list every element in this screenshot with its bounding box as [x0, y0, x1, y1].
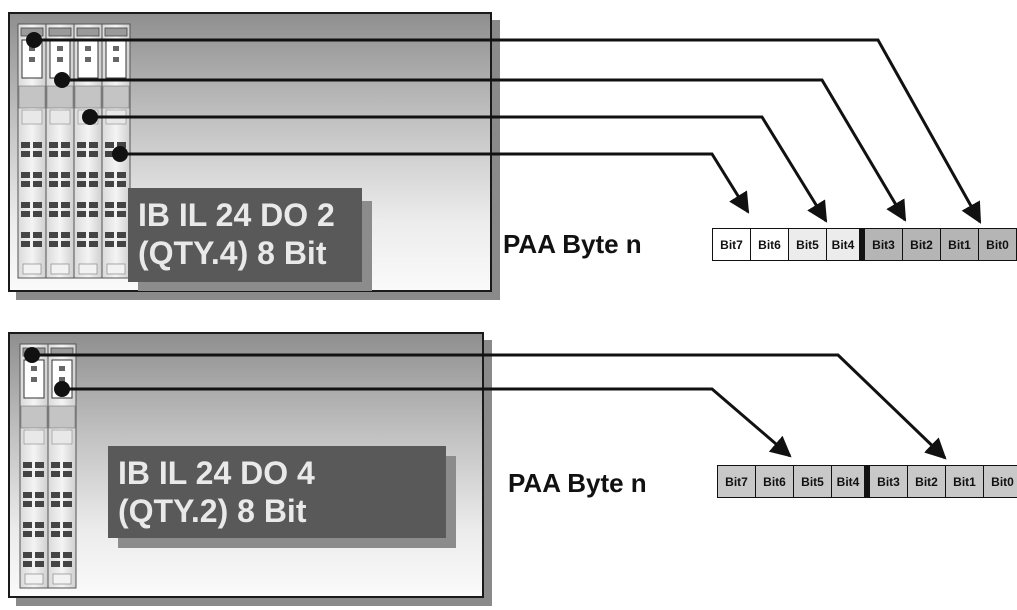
bit-cell-bit2: Bit2 — [908, 466, 946, 497]
connection-wire — [90, 115, 828, 223]
connection-wire — [34, 38, 982, 224]
bit-cell-bit6: Bit6 — [756, 466, 794, 497]
module-label-2-line2: (QTY.2) 8 Bit — [118, 493, 307, 529]
module-label-1: IB IL 24 DO 2 (QTY.4) 8 Bit — [128, 188, 362, 282]
connection-dot — [82, 109, 98, 125]
bit-cell-bit4: Bit4 — [827, 229, 865, 260]
connection-wire — [62, 78, 907, 222]
terminal-block-2 — [19, 343, 77, 589]
bit-cell-bit4: Bit4 — [832, 466, 870, 497]
bit-cell-bit7: Bit7 — [713, 229, 751, 260]
connection-dot — [24, 347, 40, 363]
bit-cell-bit3: Bit3 — [870, 466, 908, 497]
bit-cell-bit3: Bit3 — [865, 229, 903, 260]
connection-wire — [32, 353, 947, 460]
connection-wire — [120, 152, 750, 214]
module-label-2: IB IL 24 DO 4 (QTY.2) 8 Bit — [108, 446, 446, 538]
module-label-2-line1: IB IL 24 DO 4 — [118, 455, 315, 491]
connection-dot — [54, 72, 70, 88]
bit-cell-bit2: Bit2 — [903, 229, 941, 260]
module-label-1-line2: (QTY.4) 8 Bit — [138, 235, 327, 271]
module-label-1-line1: IB IL 24 DO 2 — [138, 197, 335, 233]
bit-cell-bit1: Bit1 — [941, 229, 979, 260]
bit-cell-bit1: Bit1 — [946, 466, 984, 497]
bit-cell-bit0: Bit0 — [984, 466, 1017, 497]
byte-label-2: PAA Byte n — [508, 468, 647, 498]
connection-dot — [112, 146, 128, 162]
connection-wire — [62, 387, 792, 458]
bit-cell-bit0: Bit0 — [979, 229, 1017, 260]
connection-dot — [26, 32, 42, 48]
bit-cell-bit5: Bit5 — [789, 229, 827, 260]
byte-label-1: PAA Byte n — [503, 229, 642, 259]
connection-wires — [24, 32, 982, 460]
bit-cell-bit7: Bit7 — [718, 466, 756, 497]
bit-cell-bit5: Bit5 — [794, 466, 832, 497]
connection-dot — [54, 381, 70, 397]
bit-cell-bit6: Bit6 — [751, 229, 789, 260]
